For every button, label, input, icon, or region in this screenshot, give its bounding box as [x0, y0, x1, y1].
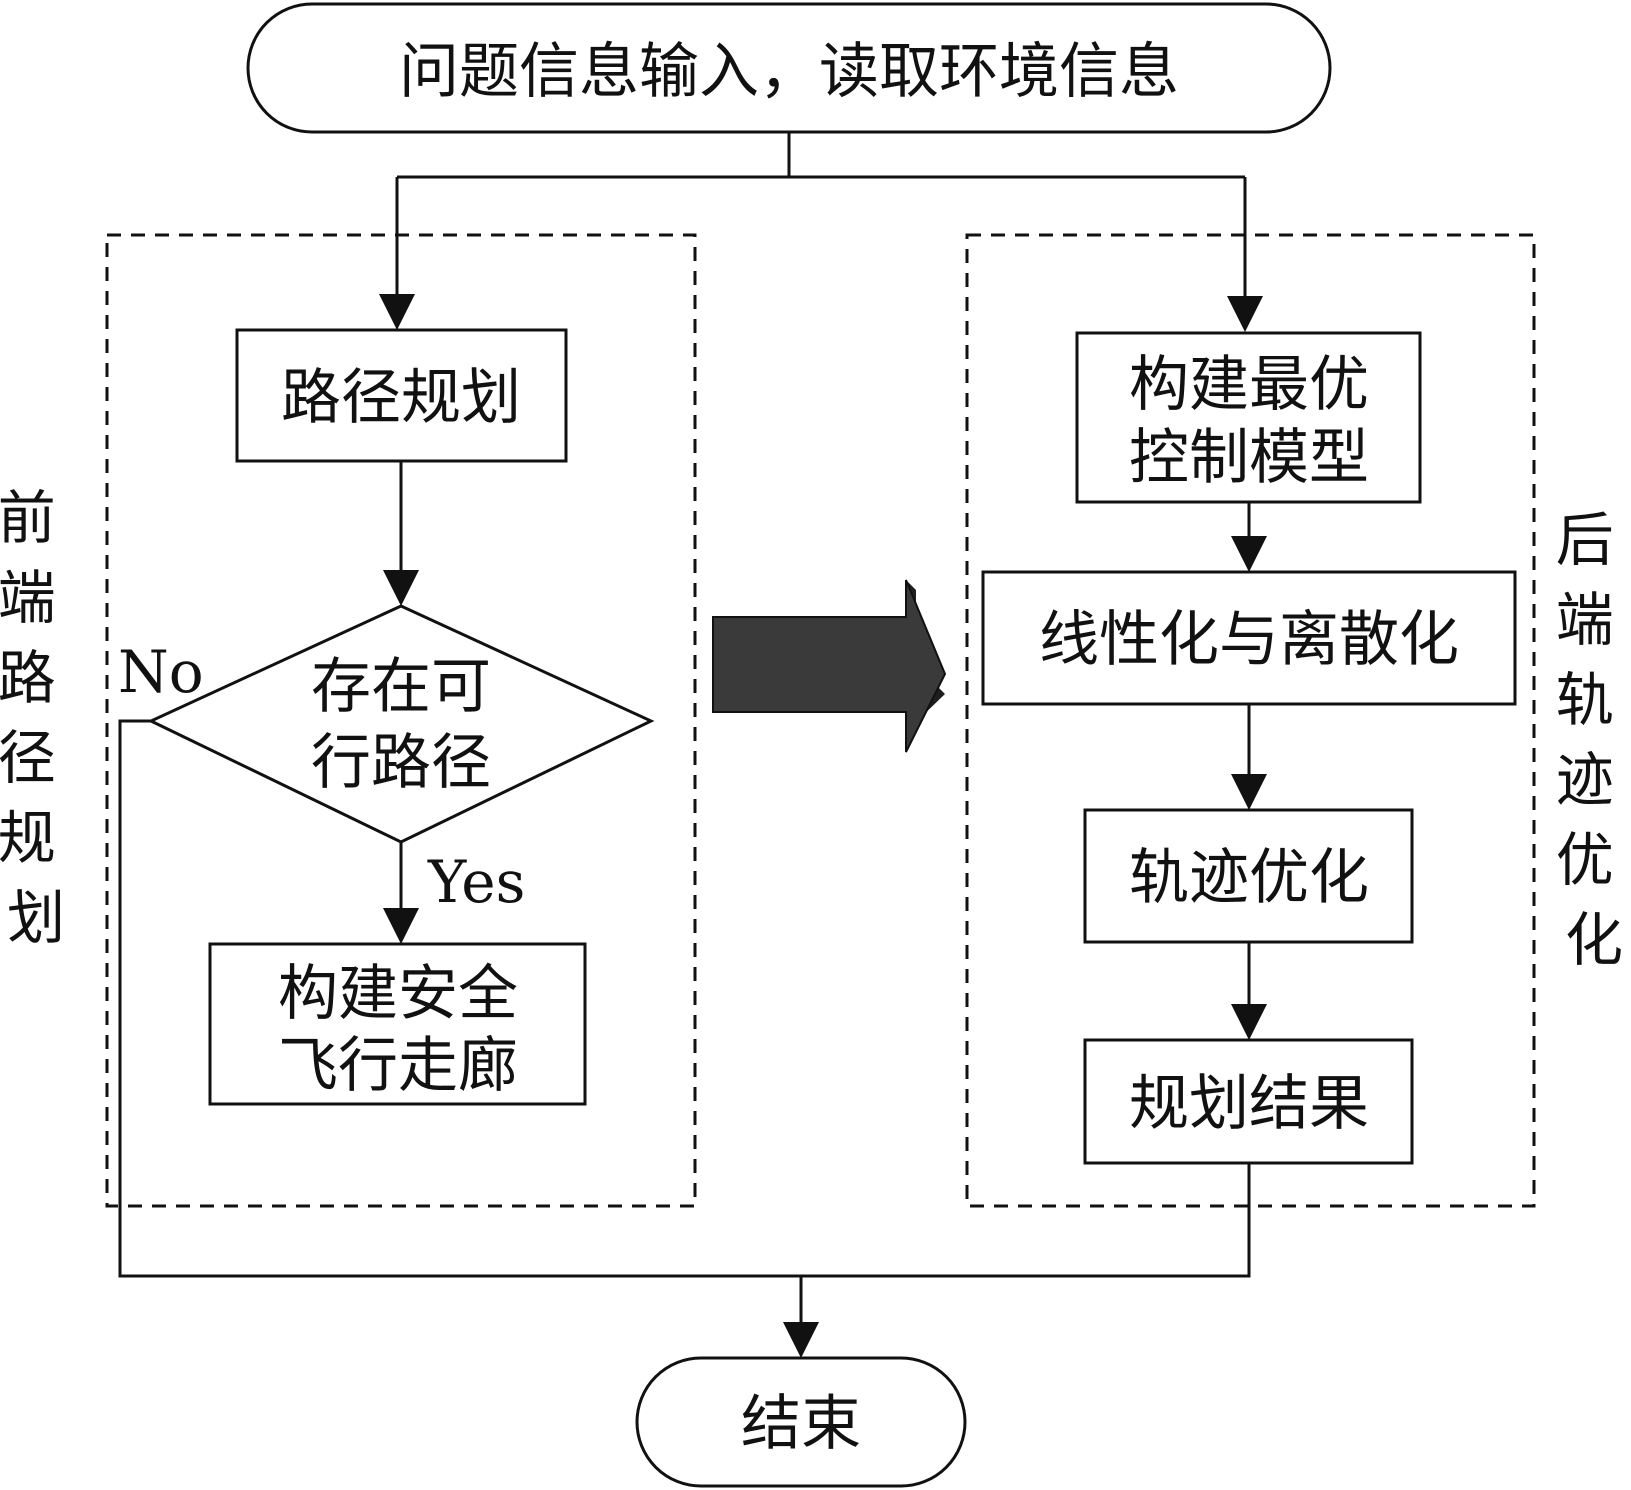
decision-text-line1: 存在可: [311, 652, 491, 722]
transition-arrow: [712, 579, 947, 753]
no-branch-line: [118, 719, 1251, 1278]
start-connector: [395, 132, 1247, 302]
arrowhead-to-decision: [383, 570, 419, 606]
linearize-text: 线性化与离散化: [1039, 605, 1459, 675]
result-box: [1083, 1038, 1414, 1165]
path-planning-box: [235, 328, 568, 463]
start-text: 问题信息输入，读取环境信息: [399, 37, 1179, 107]
control-model-text-line2: 控制模型: [1129, 423, 1369, 493]
back-end-label-char: 化: [1565, 906, 1623, 974]
arrowhead-to-corridor: [383, 908, 419, 944]
corridor-text-line1: 构建安全: [278, 959, 518, 1029]
back-end-label-char: 优: [1556, 826, 1614, 894]
trajectory-text: 轨迹优化: [1129, 843, 1369, 913]
trajectory-box: [1083, 808, 1414, 944]
transition-arrow-body: [712, 579, 947, 753]
arrowhead-to-result: [1231, 1004, 1267, 1040]
front-end-label-char: 路: [0, 644, 56, 712]
front-end-label-char: 端: [0, 564, 56, 632]
decision-text-line2: 行路径: [311, 728, 491, 798]
back-end-label: 后 端 轨 迹 优 化: [1556, 506, 1631, 974]
end-terminator: [635, 1356, 967, 1488]
arrowhead-to-path-planning: [379, 294, 415, 330]
no-label: No: [118, 638, 204, 706]
linearize-box: [981, 570, 1517, 706]
front-end-label-char: 径: [0, 724, 56, 792]
front-end-label-char: 规: [0, 804, 56, 872]
corridor-box: [208, 942, 587, 1106]
back-end-label-char: 轨: [1556, 666, 1614, 734]
yes-label: Yes: [427, 848, 525, 916]
front-end-label-char: 划: [7, 884, 65, 952]
back-end-label-char: 端: [1556, 586, 1614, 654]
arrowhead-to-trajectory: [1231, 774, 1267, 810]
result-text: 规划结果: [1129, 1069, 1369, 1139]
control-model-text-line1: 构建最优: [1129, 350, 1369, 420]
front-end-region: [105, 233, 697, 1208]
decision-diamond: [147, 604, 655, 844]
arrowhead-to-control-model: [1227, 296, 1263, 332]
arrowhead-to-linearize: [1231, 536, 1267, 572]
front-end-label-char: 前: [0, 484, 56, 552]
back-end-label-char: 迹: [1556, 746, 1614, 814]
path-planning-text: 路径规划: [281, 363, 521, 433]
back-end-label-char: 后: [1556, 506, 1614, 574]
front-end-label: 前 端 路 径 规 划: [0, 484, 74, 952]
arrowhead-to-end: [783, 1322, 819, 1358]
corridor-text-line2: 飞行走廊: [278, 1031, 518, 1101]
end-text: 结束: [741, 1389, 861, 1459]
